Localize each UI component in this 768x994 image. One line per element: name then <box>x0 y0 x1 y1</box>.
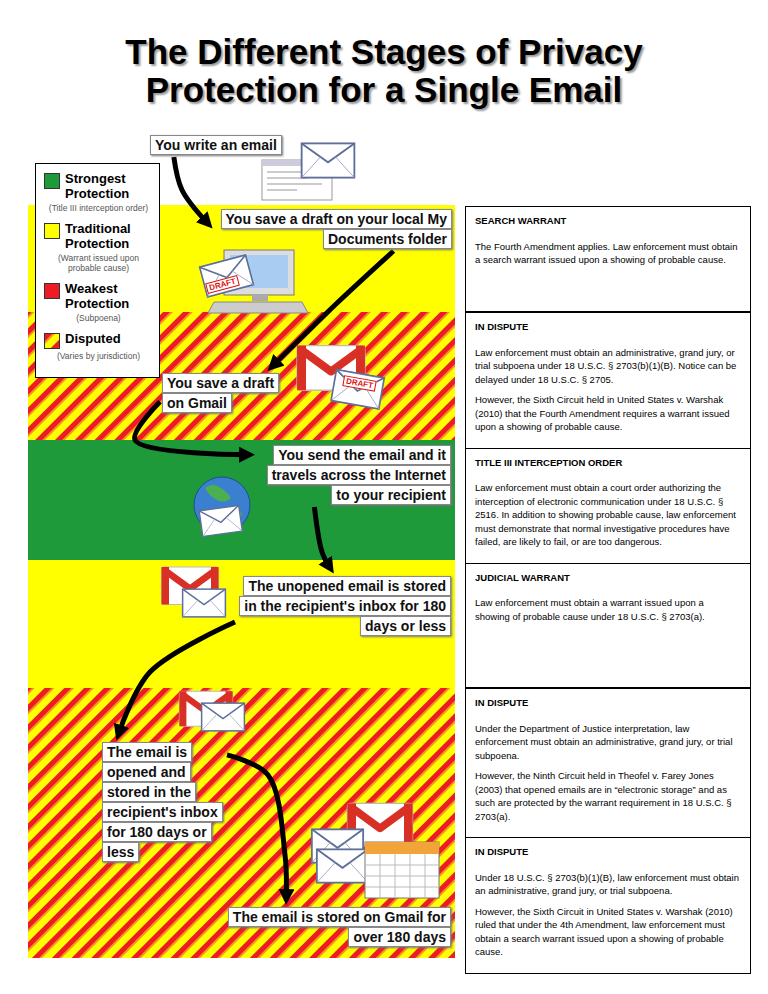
box-heading: JUDICIAL WARRANT <box>475 571 741 585</box>
box-body: Law enforcement must obtain a warrant is… <box>475 596 741 623</box>
stored-email-icon <box>312 803 439 898</box>
stage-text: You send the email and it travels across… <box>267 445 451 505</box>
stage-label: The email is opened and stored in the re… <box>100 740 227 864</box>
legend-item: Weakest Protection (Subpoena) <box>44 281 153 323</box>
stage-text: You save a draft on Gmail <box>162 373 279 413</box>
rule-box: IN DISPUTE Under 18 U.S.C. § 2703(b)(1)(B… <box>465 837 751 974</box>
legend-text: Traditional Protection <box>65 221 153 251</box>
box-body: The Fourth Amendment applies. Law enforc… <box>475 240 741 267</box>
globe-icon <box>194 477 250 537</box>
computer-icon-part <box>208 302 308 313</box>
legend-note: (Warrant issued upon probable cause) <box>44 253 153 273</box>
opened-email-icon <box>179 691 244 731</box>
box-body: Under 18 U.S.C. § 2703(b)(1)(B), law enf… <box>475 871 741 898</box>
legend-swatch <box>44 283 60 299</box>
stage-label: You save a draft on your local My Docume… <box>212 207 454 251</box>
rule-box: IN DISPUTE Under the Department of Justic… <box>465 688 751 838</box>
rule-box: IN DISPUTE Law enforcement must obtain an… <box>465 312 751 449</box>
gmail-draft-icon <box>297 346 384 409</box>
flow-arrow <box>174 157 207 223</box>
stage-label: The email is stored on Gmail for over 18… <box>225 905 453 949</box>
globe-icon-part <box>199 505 242 536</box>
box-heading: TITLE III INTERCEPTION ORDER <box>475 456 741 470</box>
legend-text: Strongest Protection <box>65 171 153 201</box>
legend-item: Strongest Protection (Title III intercept… <box>44 171 153 213</box>
legend-text: Disputed <box>65 331 121 346</box>
stage-text: You save a draft on your local My Docume… <box>221 209 452 249</box>
legend-row: Disputed <box>44 331 153 349</box>
computer-icon-part <box>252 295 268 301</box>
legend-row: Weakest Protection <box>44 281 153 311</box>
yellow-band <box>28 560 455 688</box>
rule-box: SEARCH WARRANT The Fourth Amendment appli… <box>465 206 751 312</box>
box-body: Law enforcement must obtain an administr… <box>475 346 741 387</box>
box-body: Under the Department of Justice interpre… <box>475 722 741 763</box>
stage-text: The email is stored on Gmail for over 18… <box>228 907 451 947</box>
legend-row: Strongest Protection <box>44 171 153 201</box>
legend: Strongest Protection (Title III intercept… <box>35 163 160 378</box>
stored-email-icon-part <box>317 849 368 882</box>
stage-label: You save a draft on Gmail <box>160 371 288 415</box>
legend-note: (Title III interception order) <box>44 203 153 213</box>
opened-email-icon-part <box>202 703 245 731</box>
legend-item: Traditional Protection(Warrant issued up… <box>44 221 153 273</box>
box-body: However, the Ninth Circuit held in Theof… <box>475 769 741 823</box>
rule-box: JUDICIAL WARRANT Law enforcement must obt… <box>465 563 751 689</box>
globe-icon-part-part <box>199 505 242 536</box>
box-body: However, the Sixth Circuit in United Sta… <box>475 905 741 959</box>
legend-row: Traditional Protection <box>44 221 153 251</box>
legend-swatch <box>44 333 60 349</box>
box-body: However, the Sixth Circuit held in Unite… <box>475 393 741 434</box>
title: The Different Stages of Privacy Protecti… <box>0 33 768 109</box>
computer-icon-part-part <box>200 255 254 297</box>
stage-text: You write an email <box>150 135 282 155</box>
box-heading: IN DISPUTE <box>475 320 741 334</box>
compose-window-icon-part <box>302 143 355 177</box>
flow-arrow <box>119 622 235 733</box>
legend-text: Weakest Protection <box>65 281 153 311</box>
green-band <box>28 440 455 560</box>
legend-swatch-part <box>45 334 60 349</box>
box-body: Law enforcement must obtain a court orde… <box>475 481 741 549</box>
legend-note: (Subpoena) <box>44 313 153 323</box>
flow-arrow <box>273 251 393 365</box>
legend-item: Disputed (Varies by jurisdiction) <box>44 331 153 361</box>
box-heading: SEARCH WARRANT <box>475 214 741 228</box>
unopened-email-icon <box>162 567 226 617</box>
legend-note: (Varies by jurisdiction) <box>44 351 153 361</box>
stage-text: The email is opened and stored in the re… <box>102 742 223 862</box>
legend-swatch <box>44 223 60 239</box>
protection-bands <box>28 205 455 958</box>
stage-label: You send the email and it travels across… <box>255 443 453 507</box>
calendar-icon-part <box>365 854 439 898</box>
rule-box: TITLE III INTERCEPTION ORDER Law enforcem… <box>465 448 751 564</box>
flow-arrow <box>227 755 286 897</box>
calendar-icon-part <box>365 842 439 898</box>
computer-icon-part <box>200 255 254 297</box>
unopened-email-icon-part <box>183 589 226 617</box>
legend-swatch <box>44 173 60 189</box>
calendar-icon-part <box>365 842 439 854</box>
stage-label: You write an email <box>148 133 300 157</box>
gmail-draft-icon-part-part <box>331 370 384 409</box>
gmail-draft-icon-part <box>331 370 384 409</box>
yellow-band <box>28 205 455 312</box>
computer-icon <box>200 250 308 313</box>
box-heading: IN DISPUTE <box>475 845 741 859</box>
stage-label: The unopened email is stored in the reci… <box>235 574 453 638</box>
hatched-band <box>28 688 455 958</box>
flow-arrow <box>314 507 329 567</box>
box-heading: IN DISPUTE <box>475 696 741 710</box>
stage-text: The unopened email is stored in the reci… <box>239 576 451 636</box>
calendar-icon <box>365 842 439 898</box>
